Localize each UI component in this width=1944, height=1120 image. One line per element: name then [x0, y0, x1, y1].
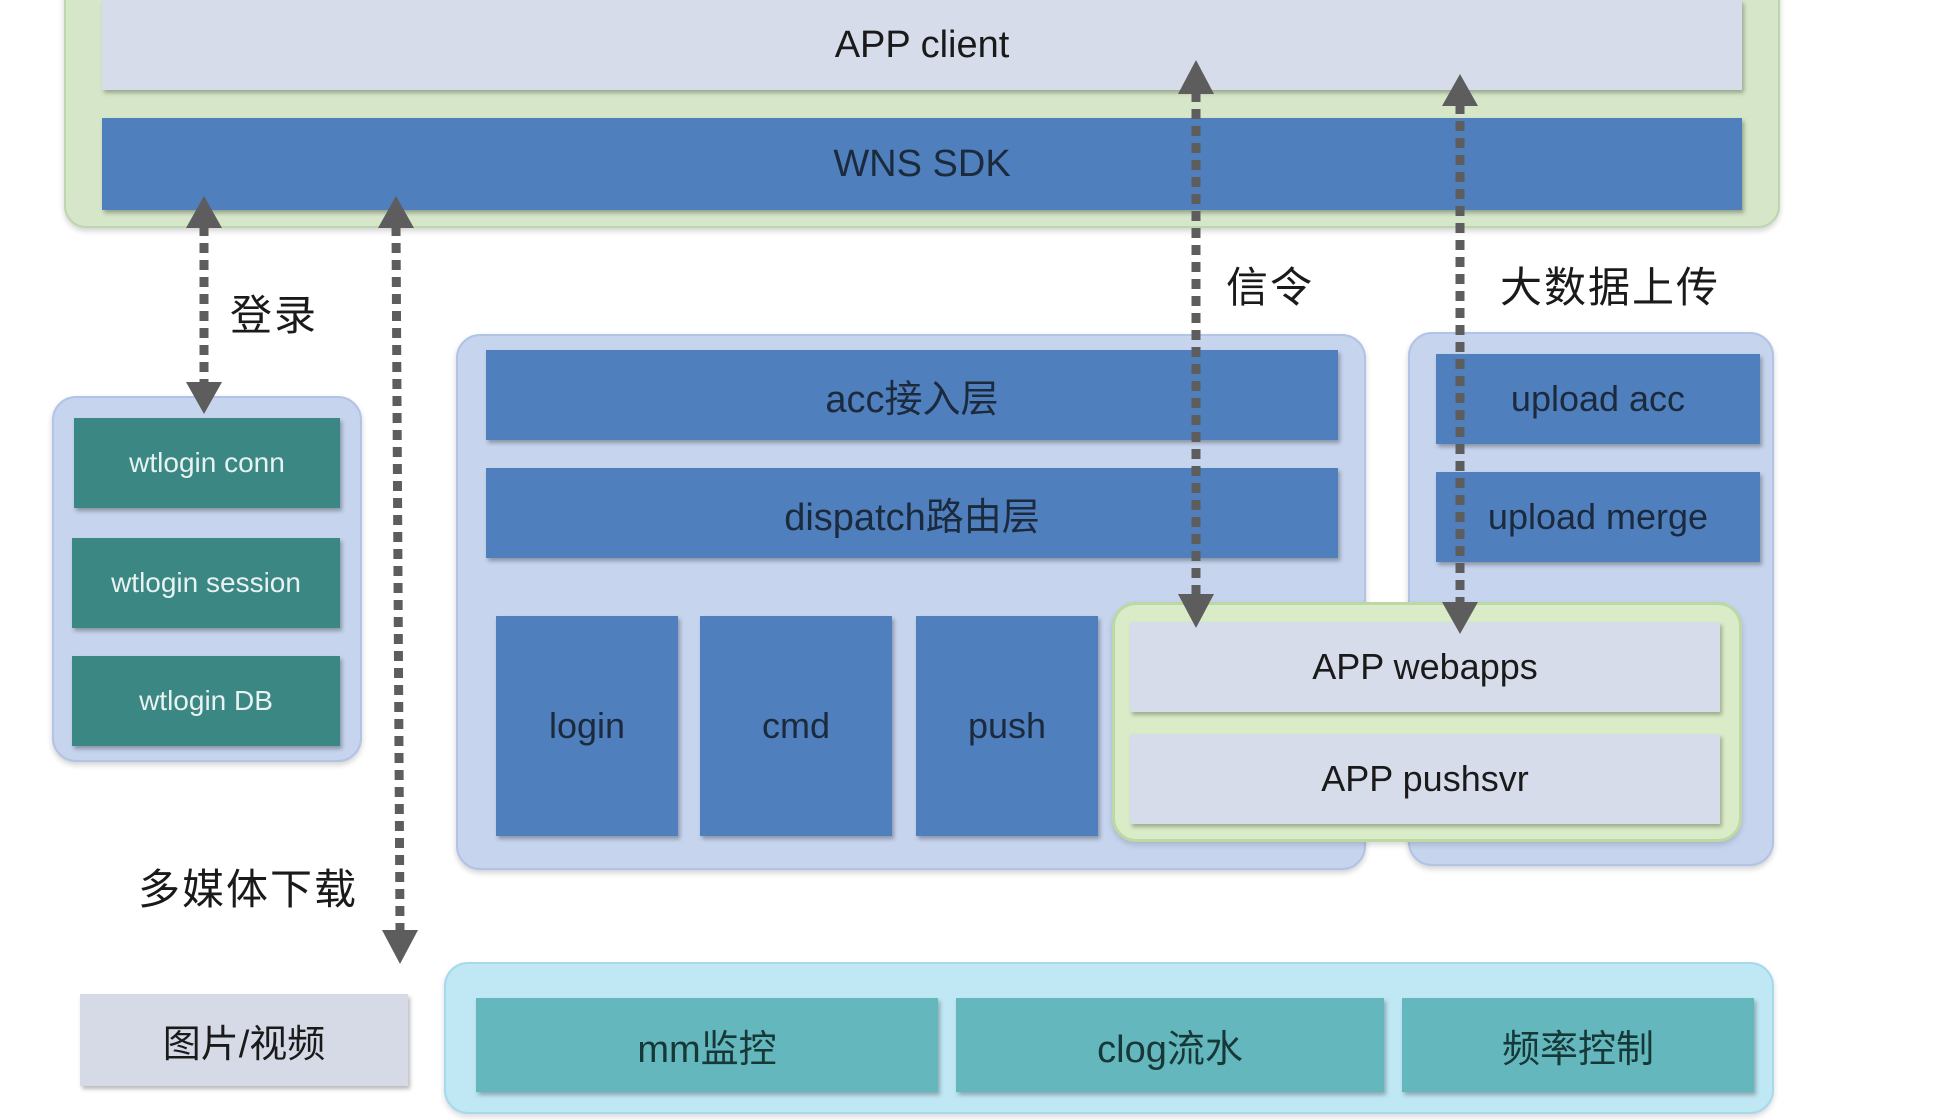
- signal-edge-label: 信令: [1226, 264, 1315, 311]
- wns-sdk-label: WNS SDK: [833, 142, 1011, 185]
- wns-sdk-block: WNS SDK: [102, 118, 1742, 210]
- rate-control-block: 频率控制: [1402, 998, 1754, 1092]
- app-pushsvr-block: APP pushsvr: [1130, 734, 1720, 824]
- media-arrow-head-up: [378, 196, 414, 228]
- mm-monitor-label: mm监控: [637, 1028, 777, 1071]
- dispatch-layer-label: dispatch路由层: [784, 496, 1040, 539]
- upload-merge-label: upload merge: [1487, 496, 1709, 537]
- wtlogin-db-label: wtlogin DB: [139, 685, 273, 716]
- cmd-service-block: cmd: [700, 616, 892, 836]
- login-service-label: login: [548, 705, 626, 746]
- rate-control-label: 频率控制: [1501, 1028, 1654, 1071]
- media-download-edge-label: 多媒体下载: [138, 866, 359, 913]
- cmd-service-label: cmd: [761, 705, 830, 746]
- media-block: 图片/视频: [80, 994, 408, 1086]
- app-pushsvr-label: APP pushsvr: [1321, 758, 1529, 799]
- upload-arrow-head-down: [1442, 602, 1478, 634]
- upload-acc-label: upload acc: [1510, 378, 1686, 419]
- clog-flow-block: clog流水: [956, 998, 1384, 1092]
- media-label: 图片/视频: [162, 1023, 326, 1066]
- wtlogin-conn-block: wtlogin conn: [74, 418, 340, 508]
- login-arrow-head-down: [186, 382, 222, 414]
- app-webapps-block: APP webapps: [1130, 622, 1720, 712]
- upload-arrow-head-up: [1442, 74, 1478, 106]
- media-arrow-head-down: [382, 930, 418, 964]
- push-service-label: push: [967, 705, 1047, 746]
- signal-arrow-head-up: [1178, 60, 1214, 94]
- media-arrow-line: [391, 225, 405, 931]
- wtlogin-db-block: wtlogin DB: [72, 656, 340, 746]
- login-edge-label: 登录: [230, 292, 319, 339]
- upload-acc-block: upload acc: [1436, 354, 1760, 444]
- wtlogin-conn-label: wtlogin conn: [129, 447, 285, 478]
- app-webapps-label: APP webapps: [1312, 646, 1538, 687]
- login-arrow-head-up: [186, 196, 222, 228]
- wtlogin-session-block: wtlogin session: [72, 538, 340, 628]
- clog-flow-label: clog流水: [1097, 1028, 1243, 1071]
- app-client-block: APP client: [102, 0, 1742, 90]
- signal-arrow-head-down: [1178, 594, 1214, 628]
- push-service-block: push: [916, 616, 1098, 836]
- wtlogin-session-label: wtlogin session: [111, 567, 301, 598]
- login-service-block: login: [496, 616, 678, 836]
- upload-merge-block: upload merge: [1436, 472, 1760, 562]
- mm-monitor-block: mm监控: [476, 998, 938, 1092]
- acc-layer-label: acc接入层: [825, 378, 999, 421]
- bigdata-upload-edge-label: 大数据上传: [1500, 264, 1721, 311]
- app-client-label: APP client: [834, 23, 1010, 66]
